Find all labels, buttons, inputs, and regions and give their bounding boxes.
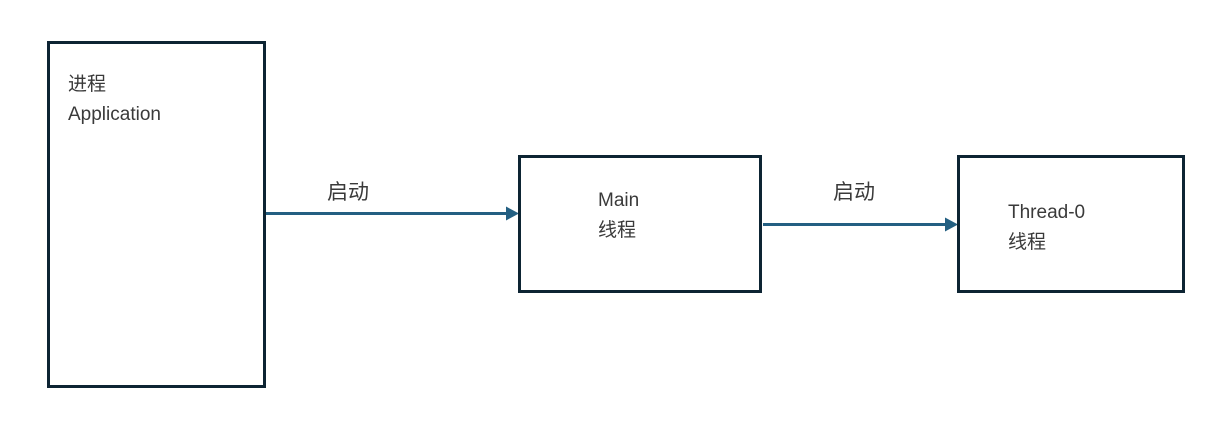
main-thread-box-label: Main 线程 [598, 186, 639, 246]
thread0-box-line-2: 线程 [1008, 232, 1047, 253]
arrowhead-icon [506, 206, 519, 221]
process-box: 进程 Application [47, 41, 266, 388]
thread0-box: Thread-0 线程 [957, 155, 1185, 293]
process-box-label: 进程 Application [68, 70, 161, 130]
main-thread-box-line-1: Main [598, 190, 640, 211]
thread0-box-label: Thread-0 线程 [1008, 198, 1085, 258]
main-thread-box: Main 线程 [518, 155, 762, 293]
arrow-label-main-to-thread0: 启动 [833, 181, 875, 204]
arrow-label-process-to-main: 启动 [327, 181, 369, 204]
arrow-process-to-main [266, 206, 519, 221]
arrowhead-icon [945, 217, 958, 232]
thread0-box-line-1: Thread-0 [1008, 202, 1086, 223]
process-box-line-1: 进程 [68, 74, 107, 95]
main-thread-box-line-2: 线程 [598, 220, 637, 241]
arrow-main-to-thread0 [763, 217, 958, 232]
process-box-line-2: Application [68, 104, 161, 125]
